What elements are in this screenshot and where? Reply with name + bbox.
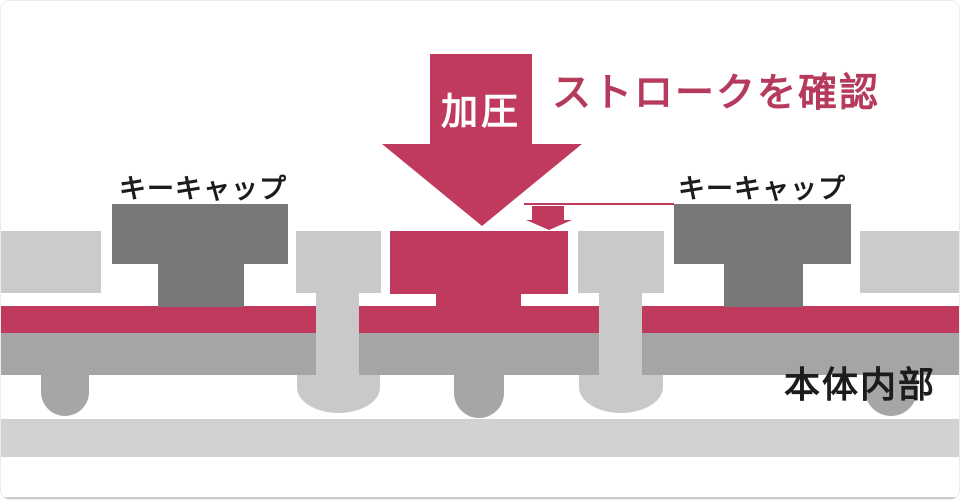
plunger-stem [316,293,359,379]
plunger-foot [297,375,380,413]
keycap-top [674,204,851,264]
stroke-check-title: ストロークを確認 [552,72,881,115]
keycap-stem [436,294,521,308]
base-plate-layer [1,419,959,457]
rubber-dome [454,375,504,418]
keycap-stem [724,264,803,307]
keycap-label-right: キーキャップ [678,174,846,204]
top-frame-right [860,231,959,293]
keycap-label-left: キーキャップ [119,174,287,204]
plunger-foot [579,375,663,413]
body-interior-label: 本体内部 [784,364,937,405]
rubber-dome [865,375,917,416]
keycap-stem [158,264,244,307]
plunger-stem [599,293,642,379]
rubber-dome [41,375,89,416]
card-bottom-edge [1,497,959,499]
keycap-top [390,231,568,294]
pressure-label: 加圧 [441,91,521,132]
plunger-head [578,231,664,293]
support-plate-layer [1,333,959,375]
keycap-top [112,204,288,264]
stroke-down-arrow-icon [526,206,572,230]
top-frame-left [1,231,101,293]
plunger-head [296,231,381,293]
pressure-arrow-icon: 加圧 [382,54,582,226]
stroke-reference-line [524,203,674,205]
membrane-sheet-layer [1,306,959,333]
